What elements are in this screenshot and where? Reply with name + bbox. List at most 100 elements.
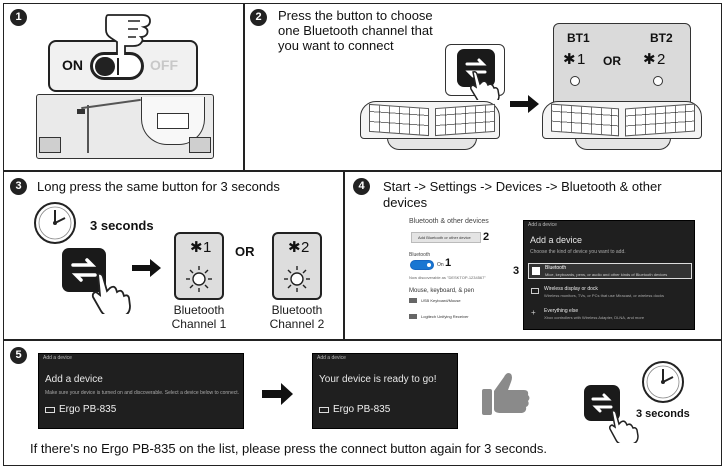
instruction-line: you want to connect	[278, 38, 394, 53]
instruction-line: one Bluetooth channel that	[278, 23, 433, 38]
receiver-icon	[409, 314, 417, 319]
instruction-line: devices	[383, 195, 428, 210]
hand-press-icon	[470, 71, 500, 100]
option-title: Wireless display or dock	[544, 286, 598, 292]
discoverable-text: Now discoverable as "DESKTOP-1234567"	[409, 275, 486, 280]
step-number: 2	[250, 9, 267, 26]
bluetooth-icon: ✱	[563, 51, 576, 68]
next-arrow-icon	[132, 259, 161, 277]
channel-1-caption: Bluetooth Channel 1	[162, 303, 236, 331]
keyboard-back-view	[36, 94, 214, 159]
instruction-line: Start -> Settings -> Devices -> Bluetoot…	[383, 179, 662, 194]
thumbs-up-icon	[482, 373, 530, 415]
toggle-label: On	[437, 262, 444, 268]
on-label: ON	[62, 57, 83, 73]
blinking-led-icon	[284, 266, 310, 292]
next-arrow-icon	[262, 383, 293, 405]
next-arrow-icon	[510, 95, 539, 113]
wireless-display-option[interactable]: Wireless display or dock Wireless monito…	[528, 285, 692, 301]
dialog-title: Your device is ready to go!	[319, 374, 437, 385]
bluetooth-icon	[532, 267, 540, 275]
dialog-title-bar: Add a device	[43, 355, 72, 361]
add-device-dialog: Add a device Add a device Choose the kin…	[523, 220, 695, 330]
keyboard-icon	[409, 298, 417, 303]
add-device-button[interactable]: Add Bluetooth or other device	[411, 232, 481, 243]
keyboard-illustration	[542, 101, 702, 139]
device-entry[interactable]: Ergo PB-835	[59, 404, 117, 415]
step-number: 3	[10, 178, 27, 195]
keyboard-icon	[319, 407, 329, 413]
settings-title: Bluetooth & other devices	[409, 218, 489, 225]
off-label: OFF	[150, 57, 178, 73]
bluetooth-toggle[interactable]	[410, 260, 434, 270]
bluetooth-option[interactable]: Bluetooth Mice, keyboards, pens, or audi…	[528, 263, 692, 279]
monitor-icon	[531, 288, 539, 294]
connect-button[interactable]	[457, 49, 495, 87]
bt2-label: BT2	[650, 31, 673, 45]
switch-arrows-icon	[71, 258, 97, 282]
dialog-subtitle: Make sure your device is turned on and d…	[45, 390, 239, 396]
step-number: 1	[10, 9, 27, 26]
keyboard-icon	[45, 407, 55, 413]
bluetooth-settings-page: Bluetooth & other devices Add Bluetooth …	[409, 218, 513, 330]
channel-2-number: 2	[301, 239, 310, 256]
instruction-line: Press the button to choose	[278, 8, 433, 23]
clock-icon	[642, 361, 684, 403]
clock-icon	[34, 202, 76, 244]
option-desc: Mice, keyboards, pens, or audio and othe…	[545, 272, 668, 277]
dialog-title: Add a device	[45, 374, 103, 385]
keyboard-illustration	[360, 101, 500, 139]
keyboard-palm-rest	[575, 138, 671, 150]
step-5-panel: 5 Add a device Add a device Make sure yo…	[3, 340, 722, 466]
switch-arrows-icon	[465, 58, 487, 78]
or-label: OR	[235, 244, 255, 259]
power-switch[interactable]	[90, 52, 144, 80]
switch-arrows-icon	[591, 393, 613, 413]
bluetooth-icon: ✱	[288, 239, 301, 256]
channel-1-number: 1	[203, 239, 212, 256]
section-heading: Mouse, keyboard, & pen	[409, 288, 475, 294]
device-item[interactable]: Logitech Unifying Receiver	[421, 314, 469, 319]
device-item[interactable]: USB Keyboard/Mouse	[421, 298, 461, 303]
option-desc: Xbox controllers with Wireless Adapter, …	[544, 315, 645, 320]
step-number: 5	[10, 347, 27, 364]
callout-number: 1	[445, 257, 452, 269]
option-title: Everything else	[544, 308, 579, 314]
bluetooth-icon: ✱	[643, 51, 656, 68]
device-ready-dialog: Add a device Your device is ready to go!…	[312, 353, 458, 429]
seconds-label: 3 seconds	[90, 218, 154, 233]
caption-line: Channel 2	[269, 317, 325, 331]
dialog-title-bar: Add a device	[528, 222, 557, 228]
callout-number: 2	[483, 231, 490, 243]
option-title: Bluetooth	[545, 265, 567, 271]
hand-press-icon	[105, 14, 151, 55]
led-indicator	[653, 76, 663, 86]
caption-line: Bluetooth	[173, 303, 225, 317]
keyboard-palm-rest	[387, 138, 477, 150]
add-device-label: Add Bluetooth or other device	[418, 235, 471, 240]
blinking-led-icon	[186, 266, 212, 292]
dialog-title: Add a device	[530, 235, 583, 245]
device-entry: Ergo PB-835	[333, 404, 391, 415]
bluetooth-icon: ✱	[190, 239, 203, 256]
footer-note: If there's no Ergo PB-835 on the list, p…	[30, 441, 548, 456]
step-2-panel: 2 Press the button to choose one Bluetoo…	[244, 3, 722, 171]
step-4-panel: 4 Start -> Settings -> Devices -> Blueto…	[344, 171, 722, 340]
led-indicator	[570, 76, 580, 86]
step-3-panel: 3 Long press the same button for 3 secon…	[3, 171, 344, 340]
or-label: OR	[603, 54, 621, 68]
bluetooth-label: Bluetooth	[409, 252, 431, 258]
step-number: 4	[353, 178, 370, 195]
step-1-panel: 1 ON OFF	[3, 3, 244, 171]
seconds-label: 3 seconds	[636, 408, 690, 420]
bt2-number: 2	[657, 51, 666, 68]
bt1-number: 1	[577, 51, 586, 68]
callout-number: 3	[513, 265, 520, 277]
dialog-title-bar: Add a device	[317, 355, 346, 361]
hand-press-icon	[91, 272, 131, 314]
instruction: Long press the same button for 3 seconds	[37, 179, 280, 194]
channel-2-caption: Bluetooth Channel 2	[260, 303, 334, 331]
everything-else-option[interactable]: + Everything else Xbox controllers with …	[528, 307, 692, 323]
add-device-dialog: Add a device Add a device Make sure your…	[38, 353, 244, 429]
dialog-subtitle: Choose the kind of device you want to ad…	[530, 249, 626, 255]
